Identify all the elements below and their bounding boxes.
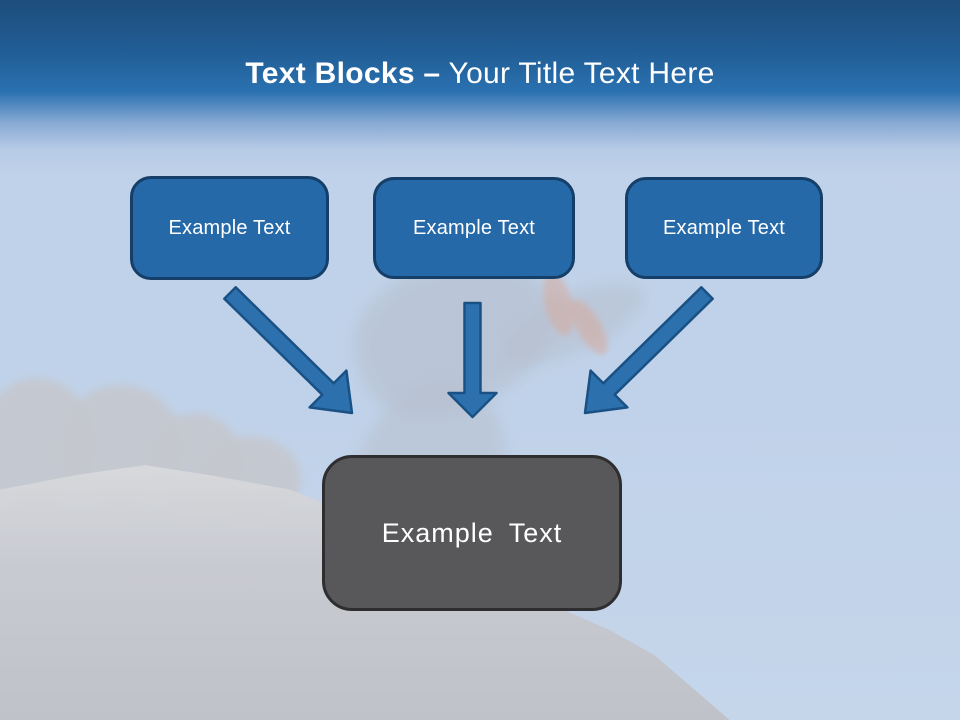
text-block-2-label: Example Text	[412, 216, 536, 239]
summary-block[interactable]: Example Text	[322, 455, 622, 611]
text-block-3[interactable]: Example Text	[625, 177, 823, 279]
arrow-down-right-icon[interactable]	[223, 286, 354, 415]
summary-block-label: Example Text	[381, 517, 563, 548]
text-block-2[interactable]: Example Text	[373, 177, 575, 279]
title-bold-segment: Text Blocks –	[245, 57, 441, 90]
text-block-1[interactable]: Example Text	[130, 176, 329, 280]
header-band	[0, 0, 960, 176]
arrow-down-left-icon[interactable]	[583, 286, 714, 415]
text-block-1-label: Example Text	[168, 216, 291, 239]
page-title: Text Blocks – Your Title Text Here	[0, 52, 960, 96]
title-regular-segment: Your Title Text Here	[448, 57, 715, 90]
text-block-3-label: Example Text	[662, 216, 786, 239]
arrow-down-icon[interactable]	[447, 301, 498, 419]
